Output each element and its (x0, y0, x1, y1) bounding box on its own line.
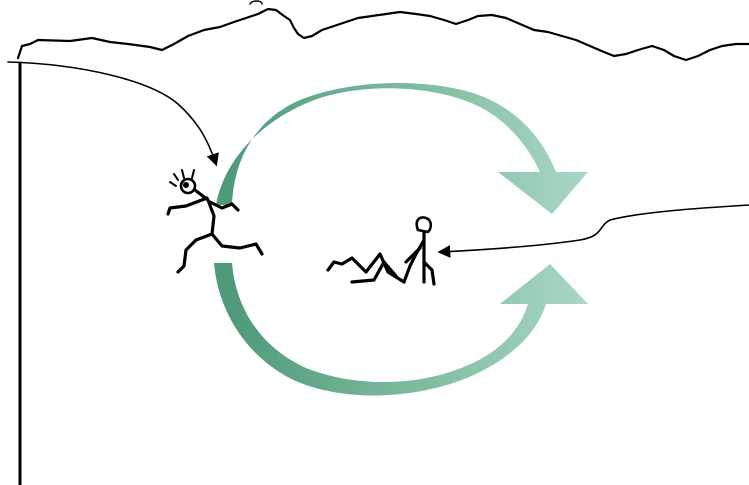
arrow-to-running-figure (7, 61, 219, 167)
resting-person-icon (326, 216, 436, 286)
mountain-ridge-icon (16, 0, 749, 62)
cycle-lower-arrow (214, 263, 588, 396)
running-person-icon (166, 169, 264, 274)
cycle-upper-arrow (216, 82, 588, 214)
arrow-to-resting-figure (437, 204, 749, 258)
